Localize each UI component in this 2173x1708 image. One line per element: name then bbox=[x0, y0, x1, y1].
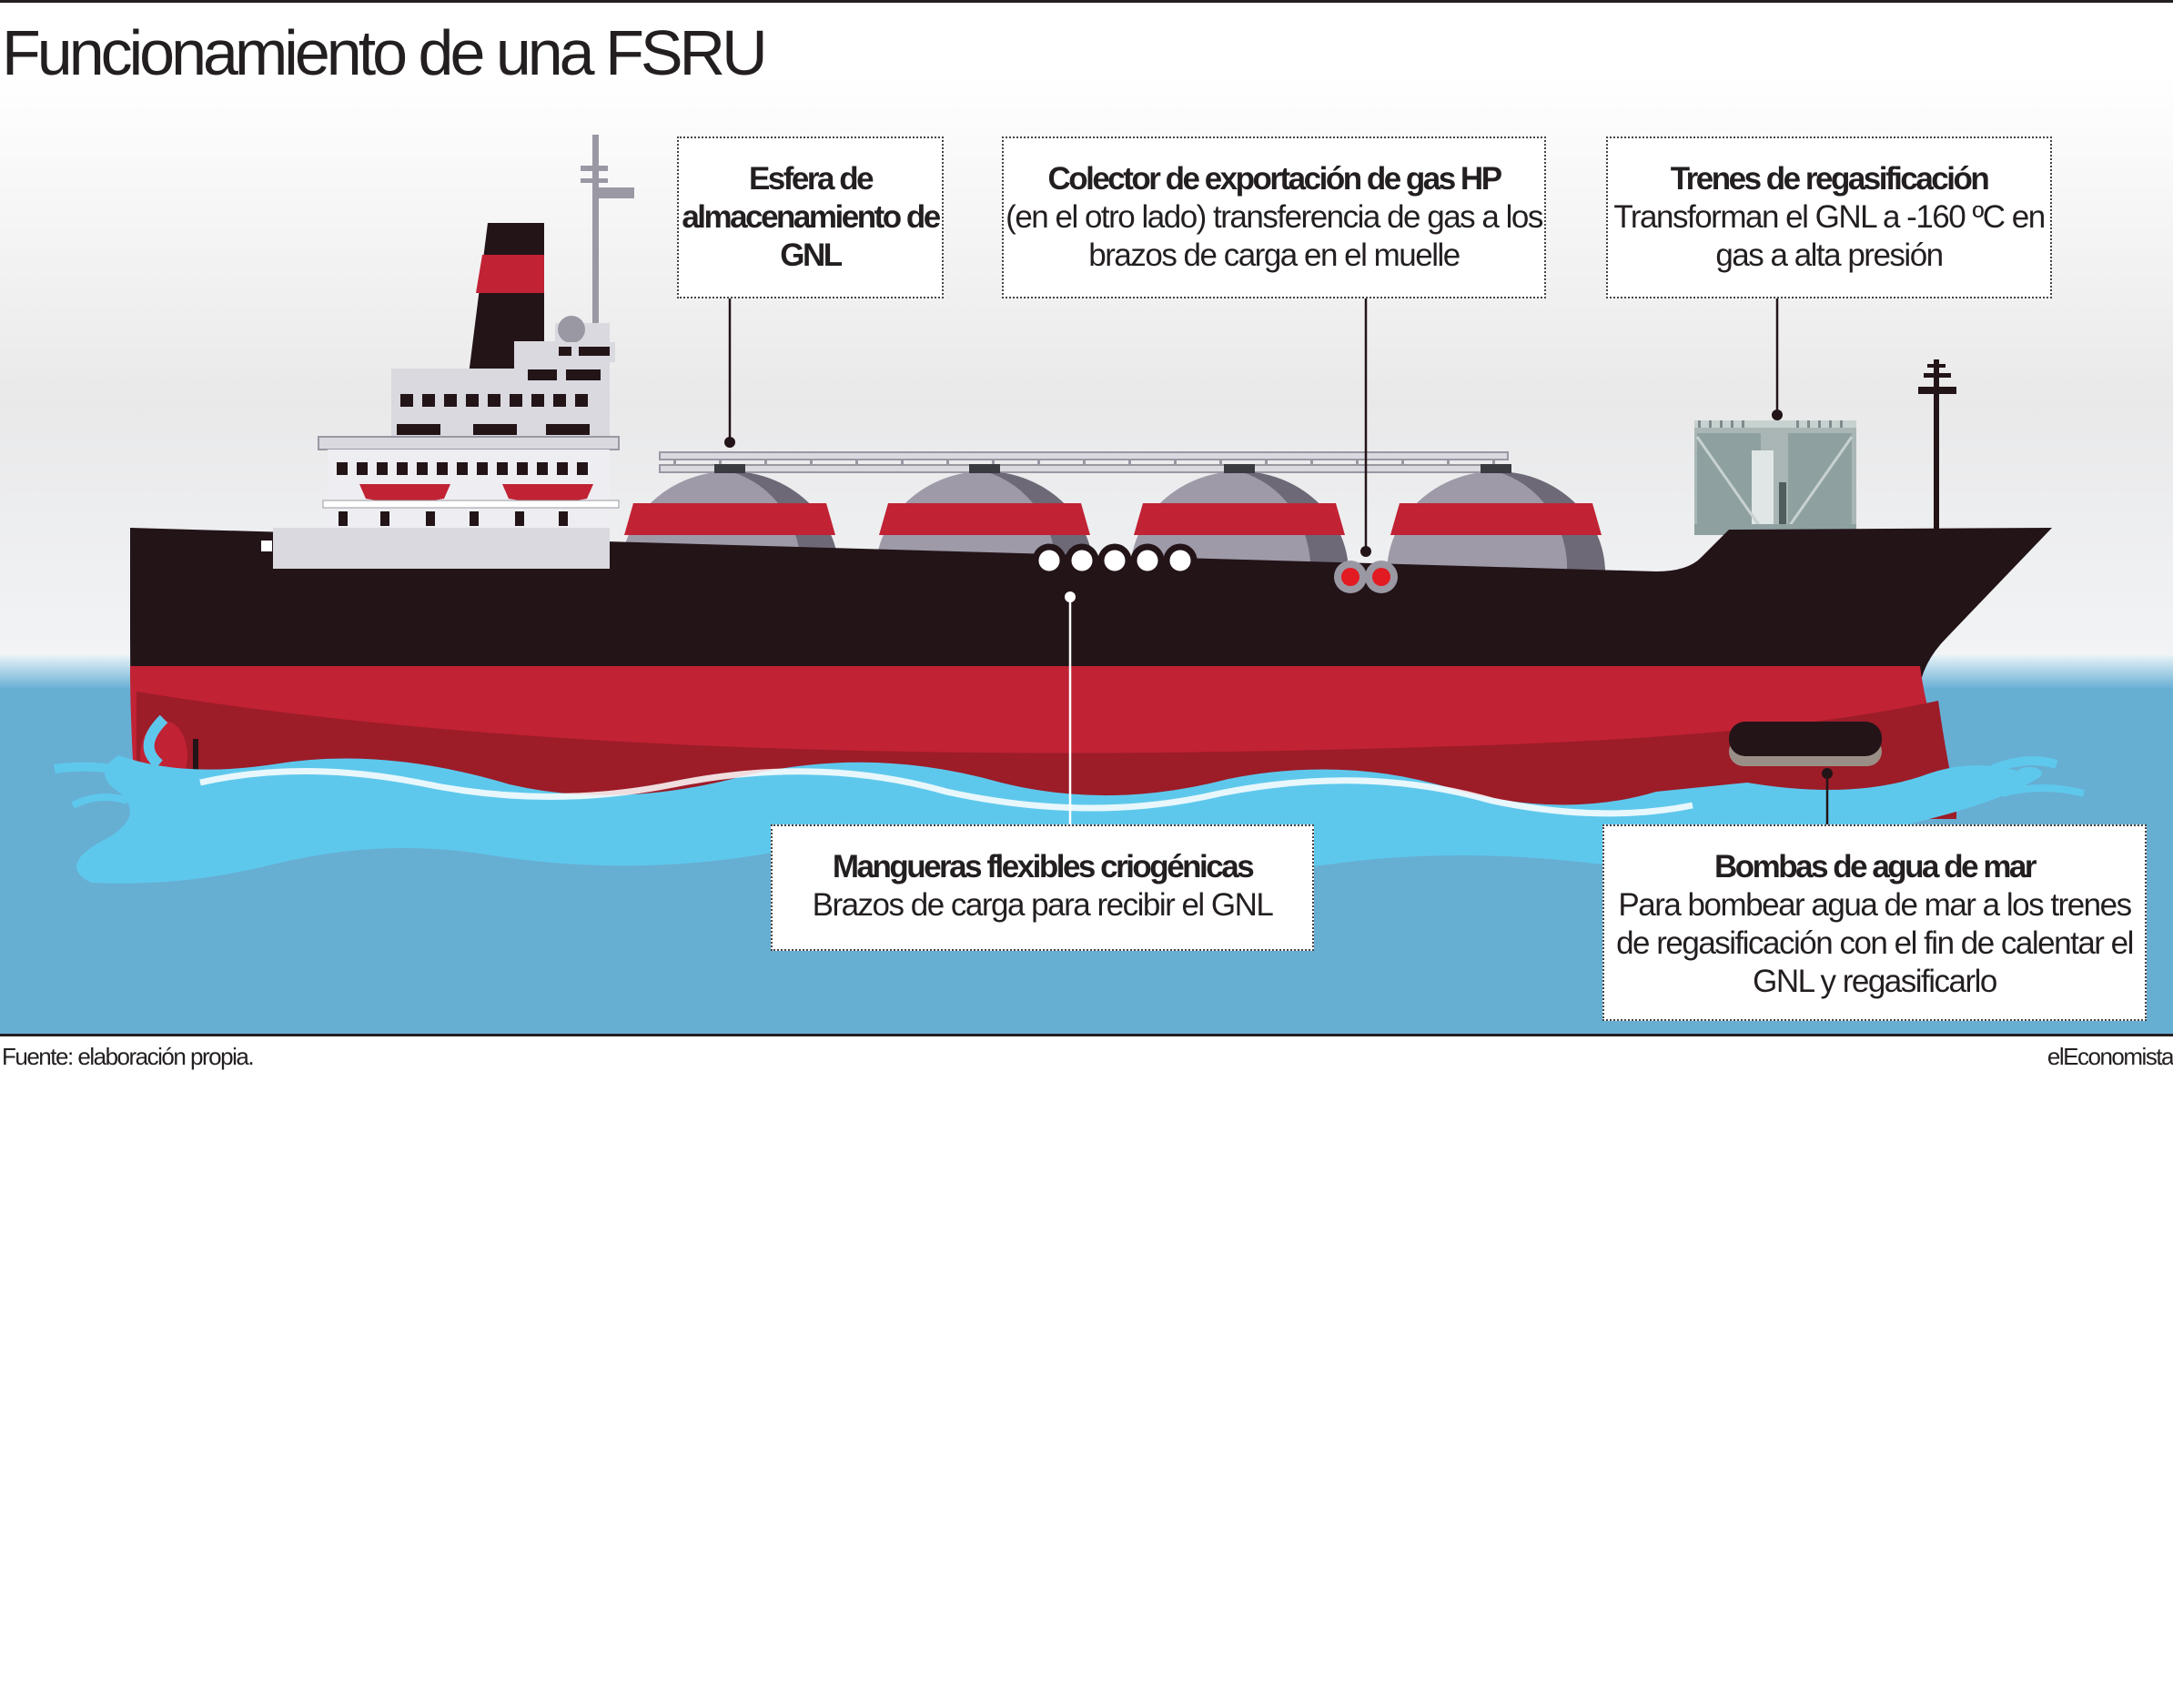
callout-body: (en el otro lado) transferencia de gas a… bbox=[1006, 199, 1543, 273]
top-rule bbox=[0, 0, 2173, 3]
publisher-brand: elEconomista bbox=[2047, 1043, 2173, 1070]
seawater-pump bbox=[1729, 722, 1882, 766]
callout-heading: Trenes de regasificación bbox=[1670, 161, 1990, 197]
leader-lines-lower bbox=[1065, 591, 1833, 824]
hull bbox=[130, 528, 2052, 819]
radar-dome bbox=[558, 316, 585, 343]
callout-body: Para bombear agua de mar a los trenes de… bbox=[1616, 887, 2134, 999]
storage-sphere bbox=[1387, 464, 1605, 573]
callout-body: Brazos de carga para recibir el GNL bbox=[812, 887, 1274, 923]
bow-mast bbox=[1918, 359, 1956, 532]
pipe-rack bbox=[659, 451, 1509, 473]
callout-heading: Colector de exportación de gas HP bbox=[1047, 161, 1502, 197]
callout-storage-sphere: Esfera de almacenamiento de GNL bbox=[677, 136, 944, 298]
leader-lines bbox=[724, 297, 1783, 557]
hp-gas-manifold bbox=[1334, 561, 1398, 593]
regasification-trains bbox=[1694, 420, 1856, 537]
callout-regasification-trains: Trenes de regasificación Transforman el … bbox=[1606, 136, 2052, 298]
hose-connectors bbox=[1032, 543, 1198, 578]
callout-body: Transforman el GNL a -160 ºC en gas a al… bbox=[1613, 199, 2046, 273]
radar-mast bbox=[581, 135, 634, 346]
lifeboat bbox=[502, 484, 593, 502]
callout-hp-gas-collector: Colector de exportación de gas HP (en el… bbox=[1002, 136, 1546, 298]
callout-cryogenic-hoses: Mangueras flexibles criogénicas Brazos d… bbox=[771, 824, 1314, 951]
lifeboat bbox=[359, 484, 450, 502]
callout-seawater-pumps: Bombas de agua de mar Para bombear agua … bbox=[1602, 824, 2147, 1021]
source-note: Fuente: elaboración propia. bbox=[2, 1043, 255, 1070]
storage-sphere bbox=[1130, 464, 1349, 573]
bottom-rule bbox=[0, 1034, 2173, 1036]
callout-heading: Esfera de almacenamiento de GNL bbox=[682, 161, 941, 273]
page-title: Funcionamiento de una FSRU bbox=[2, 17, 768, 88]
callout-heading: Mangueras flexibles criogénicas bbox=[832, 849, 1255, 884]
callout-heading: Bombas de agua de mar bbox=[1713, 849, 2037, 884]
